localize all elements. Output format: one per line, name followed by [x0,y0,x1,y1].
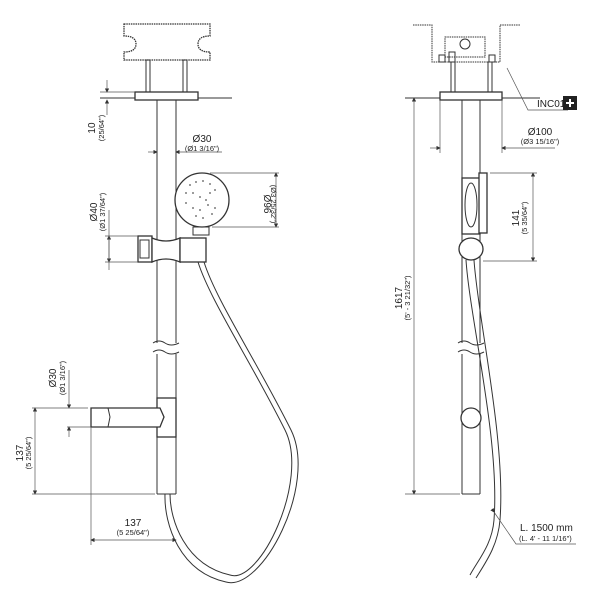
hand-shower-head [174,172,230,236]
hose-length-callout: L. 1500 mm (L. 4' - 11 1/16") [490,507,576,545]
outlet-knob [460,407,482,429]
dim-label-imperial: (Ø1 3/16") [58,360,67,395]
dim-label: Ø30 [48,368,59,387]
dimension-flange-thickness: 10 (25/64") [87,80,135,141]
dim-label-imperial: (Ø3 25/32") [269,185,278,224]
ceiling-flange [134,91,199,101]
dimension-holder-diameter: Ø40 (Ø1 37/64") [89,192,138,270]
dim-label-imperial: (Ø3 15/16") [521,137,560,146]
dimension-outlet-diameter: Ø30 (Ø1 3/16") [48,360,91,437]
dim-label: Ø100 [528,127,553,138]
dimension-head-diameter: Ø96 (Ø3 25/32") [210,172,279,228]
dimension-holder-height: 141 (5 35/64") [483,172,537,262]
dim-label-imperial: (5 25/64") [24,436,33,469]
dim-label-imperial: (25/64") [97,114,106,141]
dimension-pipe-diameter: Ø30 (Ø1 3/16") [148,134,222,155]
ceiling-mount-box [123,23,211,93]
hose [169,261,293,577]
dim-label-imperial: (Ø1 3/16") [185,144,220,153]
dimension-outlet-length: 137 (5 25/64") [90,427,177,545]
hose-length-imperial: (L. 4' - 11 1/16") [519,534,572,543]
dim-label-imperial: (5 35/64") [520,201,529,234]
dimension-flange-diameter: Ø100 (Ø3 15/16") [430,100,560,153]
hose-length-label: L. 1500 mm [520,523,573,534]
inc01-label: INC01 [537,99,566,110]
ceiling-flange [439,91,503,101]
dim-label: Ø40 [89,202,100,221]
included-part-callout: INC01 [506,67,577,111]
shower-holder [137,235,207,263]
dim-label: 137 [125,518,142,529]
dim-label-imperial: (5 25/64") [117,528,150,537]
dim-label-imperial: (5' - 3 21/32") [403,275,412,320]
dim-label: 10 [87,122,98,134]
shower-pipe [457,100,485,495]
dim-label-imperial: (Ø1 37/64") [98,192,107,231]
front-view: 1617 (5' - 3 21/32") Ø100 (Ø3 15/16") 14… [394,24,577,579]
water-outlet [90,397,177,438]
dim-label: 1617 [394,286,405,309]
dim-label: Ø96 [261,195,272,214]
plus-icon[interactable] [563,96,577,110]
dimension-total-height: 1617 (5' - 3 21/32") [394,97,460,495]
hose [465,259,496,576]
dim-label: Ø30 [193,134,212,145]
shower-holder [458,172,488,261]
side-view: 10 (25/64") Ø30 (Ø1 3/16") Ø96 (Ø3 25/32… [15,23,299,583]
dimension-outlet-height: 137 (5 25/64") [15,407,155,495]
ceiling-mount-box [413,24,520,93]
dim-label: 141 [511,209,522,226]
dim-label: 137 [15,444,26,461]
